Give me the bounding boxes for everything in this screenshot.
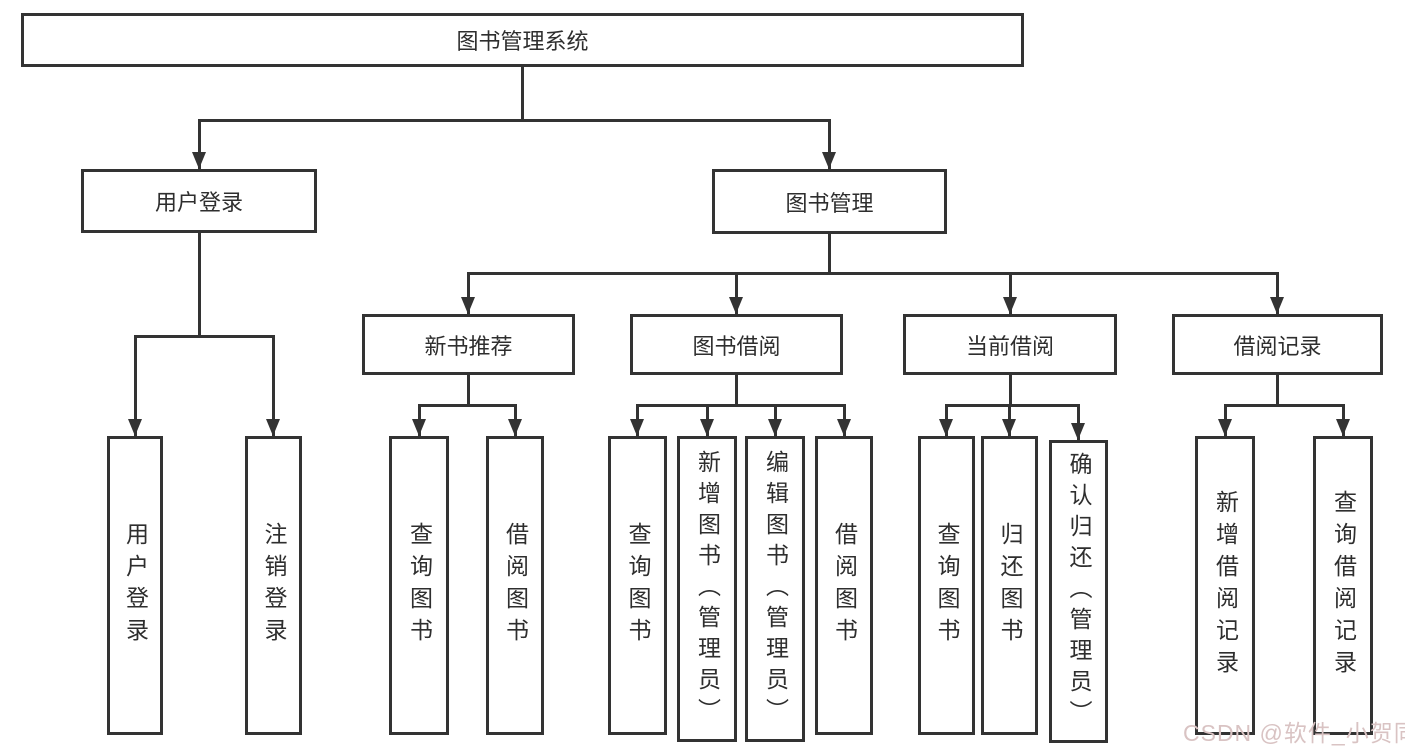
connector-line (521, 67, 524, 119)
node-user-login-branch: 用户登录 (81, 169, 317, 233)
leaf-query-books-recommend: 查询图书 (389, 436, 449, 735)
connector-line (272, 335, 275, 436)
connector-line (1009, 375, 1012, 404)
connector-line (828, 119, 831, 169)
arrow-down-icon (1218, 419, 1232, 436)
connector-line (828, 234, 831, 272)
connector-line (198, 233, 201, 335)
arrow-down-icon (266, 419, 280, 436)
leaf-user-login: 用户登录 (107, 436, 163, 735)
node-current-borrowing: 当前借阅 (903, 314, 1117, 375)
arrow-down-icon (412, 419, 426, 436)
connector-line (467, 272, 470, 314)
arrow-down-icon (822, 152, 836, 169)
connector-line (418, 404, 517, 407)
connector-line (467, 375, 470, 404)
connector-line (198, 119, 831, 122)
connector-line (735, 272, 738, 314)
arrow-down-icon (461, 297, 475, 314)
leaf-borrow-books-borrowing: 借阅图书 (815, 436, 873, 735)
node-book-management: 图书管理 (712, 169, 947, 234)
connector-line (134, 335, 137, 436)
connector-line (198, 119, 201, 169)
node-library-management-system: 图书管理系统 (21, 13, 1024, 67)
connector-line (134, 335, 274, 338)
leaf-return-books: 归还图书 (981, 436, 1038, 735)
node-borrowing-records: 借阅记录 (1172, 314, 1383, 375)
arrow-down-icon (837, 419, 851, 436)
connector-line (735, 375, 738, 404)
connector-line (1077, 404, 1080, 440)
leaf-query-borrow-record: 查询借阅记录 (1313, 436, 1373, 735)
connector-line (945, 404, 1079, 407)
arrow-down-icon (729, 297, 743, 314)
connector-line (636, 404, 844, 407)
leaf-query-books-borrowing: 查询图书 (608, 436, 667, 735)
leaf-edit-book-admin: 编辑图书（管理员） (745, 436, 805, 742)
arrow-down-icon (1071, 423, 1085, 440)
arrow-down-icon (1002, 419, 1016, 436)
leaf-add-book-admin: 新增图书（管理员） (677, 436, 737, 742)
arrow-down-icon (700, 419, 714, 436)
connector-line (1224, 404, 1344, 407)
connector-line (1276, 272, 1279, 314)
leaf-logout: 注销登录 (245, 436, 302, 735)
node-book-borrowing: 图书借阅 (630, 314, 843, 375)
arrow-down-icon (768, 419, 782, 436)
watermark: CSDN @软件_小贺同学 (1183, 720, 1405, 746)
arrow-down-icon (939, 419, 953, 436)
arrow-down-icon (1336, 419, 1350, 436)
connector-line (467, 272, 1278, 275)
arrow-down-icon (508, 419, 522, 436)
leaf-borrow-books-recommend: 借阅图书 (486, 436, 544, 735)
leaf-confirm-return-admin: 确认归还（管理员） (1049, 440, 1108, 743)
arrow-down-icon (192, 152, 206, 169)
connector-line (1276, 375, 1279, 404)
arrow-down-icon (1003, 297, 1017, 314)
arrow-down-icon (1270, 297, 1284, 314)
leaf-add-borrow-record: 新增借阅记录 (1195, 436, 1255, 735)
arrow-down-icon (630, 419, 644, 436)
leaf-query-books-current: 查询图书 (918, 436, 975, 735)
node-new-book-recommendation: 新书推荐 (362, 314, 575, 375)
arrow-down-icon (128, 419, 142, 436)
connector-line (1009, 272, 1012, 314)
